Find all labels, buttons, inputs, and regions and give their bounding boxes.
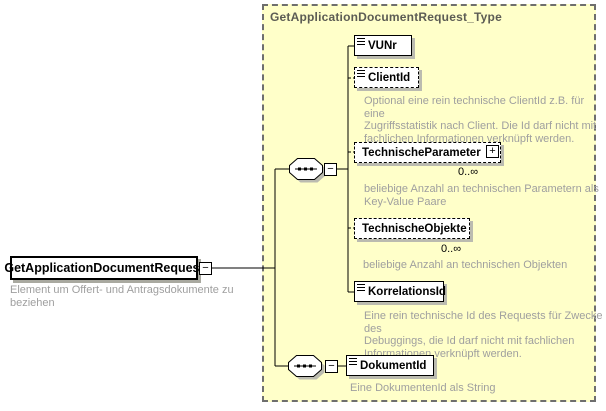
element-label: VUNr [368,39,397,52]
element-box-clientid[interactable]: ClientId [354,67,419,88]
complex-type-title: GetApplicationDocumentRequest_Type [270,10,502,24]
annotation-korrelationsid: Eine rein technische Id des Requests für… [364,310,603,360]
occurrence-label-technischeparameter: 0..∞ [458,166,479,178]
collapse-toggle-sequence-2[interactable]: − [325,360,338,373]
element-box-vunr[interactable]: VUNr [354,35,412,56]
sequence-icon [288,355,325,380]
element-box-dokumentid[interactable]: DokumentId [346,355,434,376]
plus-icon: + [489,145,496,157]
text-content-icon [357,70,365,78]
minus-icon: − [327,163,334,175]
element-box-korrelationsid[interactable]: KorrelationsId [354,281,446,302]
element-label: DokumentId [360,359,427,372]
element-label: KorrelationsId [368,285,446,298]
text-content-icon [357,38,365,46]
annotation-technischeobjekte: beliebige Anzahl an technischen Objekten [363,259,568,271]
sequence-compositor-icon[interactable] [288,355,328,383]
element-box-technischeobjekte[interactable]: TechnischeObjekte [354,218,473,242]
element-box-root[interactable]: GetApplicationDocumentRequest [4,256,204,280]
annotation-dokumentid: Eine DokumentenId als String [350,382,496,394]
annotation-clientid: Optional eine rein technische ClientId z… [364,95,597,145]
sequence-icon [289,158,326,183]
minus-icon: − [202,262,209,274]
element-box-technischeparameter[interactable]: TechnischeParameter + [354,142,504,166]
text-content-icon [357,284,365,292]
expand-toggle-technischeparameter[interactable]: + [486,145,499,158]
root-element-label: GetApplicationDocumentRequest [4,261,204,275]
collapse-toggle-sequence-1[interactable]: − [324,163,337,176]
occurrence-label-technischeobjekte: 0..∞ [441,243,462,255]
complex-type-region [262,4,596,402]
minus-icon: − [328,360,335,372]
element-label: TechnischeObjekte [362,222,467,235]
sequence-compositor-icon[interactable] [289,158,329,186]
collapse-toggle-root[interactable]: − [199,262,212,275]
annotation-root: Element um Offert- und Antragsdokumente … [10,284,234,309]
text-content-icon [349,358,357,366]
element-label: ClientId [368,71,411,84]
element-label: TechnischeParameter [362,146,481,159]
annotation-technischeparameter: beliebige Anzahl an technischen Paramete… [364,183,599,208]
